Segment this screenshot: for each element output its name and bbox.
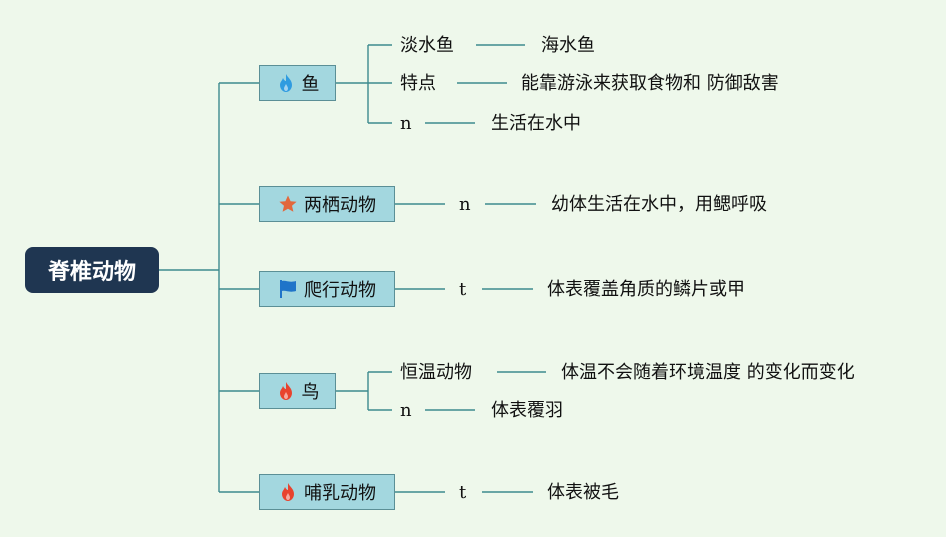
branch-label[interactable]: t xyxy=(459,482,467,503)
branch-label[interactable]: 特点 xyxy=(400,73,436,94)
branch-detail[interactable]: 海水鱼 xyxy=(541,35,595,56)
branch-detail[interactable]: 幼体生活在水中，用鳃呼吸 xyxy=(551,194,767,215)
fire-icon xyxy=(276,381,296,401)
branch-label[interactable]: n xyxy=(459,194,471,215)
branch-label[interactable]: t xyxy=(459,279,467,300)
branch-detail[interactable]: 生活在水中 xyxy=(491,113,581,134)
category-mammal[interactable]: 哺乳动物 xyxy=(259,474,395,510)
category-label: 鱼 xyxy=(301,74,320,95)
fire-icon xyxy=(278,482,298,502)
fire-icon xyxy=(276,73,296,93)
category-amphibian[interactable]: 两栖动物 xyxy=(259,186,395,222)
star-icon xyxy=(278,194,298,214)
branch-detail[interactable]: 体温不会随着环境温度 的变化而变化 xyxy=(561,362,855,383)
branch-detail[interactable]: 体表覆羽 xyxy=(491,400,563,421)
flag-icon xyxy=(278,279,298,299)
category-label: 鸟 xyxy=(301,382,320,403)
branch-label[interactable]: 恒温动物 xyxy=(400,362,472,383)
branch-detail[interactable]: 能靠游泳来获取食物和 防御敌害 xyxy=(521,73,779,94)
branch-detail[interactable]: 体表覆盖角质的鳞片或甲 xyxy=(547,279,745,300)
branch-label[interactable]: n xyxy=(400,400,412,421)
category-fish[interactable]: 鱼 xyxy=(259,65,336,101)
category-reptile[interactable]: 爬行动物 xyxy=(259,271,395,307)
category-label: 爬行动物 xyxy=(304,280,376,301)
branch-label[interactable]: n xyxy=(400,113,412,134)
category-bird[interactable]: 鸟 xyxy=(259,373,336,409)
category-label: 哺乳动物 xyxy=(304,483,376,504)
category-label: 两栖动物 xyxy=(304,195,376,216)
branch-label[interactable]: 淡水鱼 xyxy=(400,35,454,56)
branch-detail[interactable]: 体表被毛 xyxy=(547,482,619,503)
root-node[interactable]: 脊椎动物 xyxy=(25,247,159,293)
